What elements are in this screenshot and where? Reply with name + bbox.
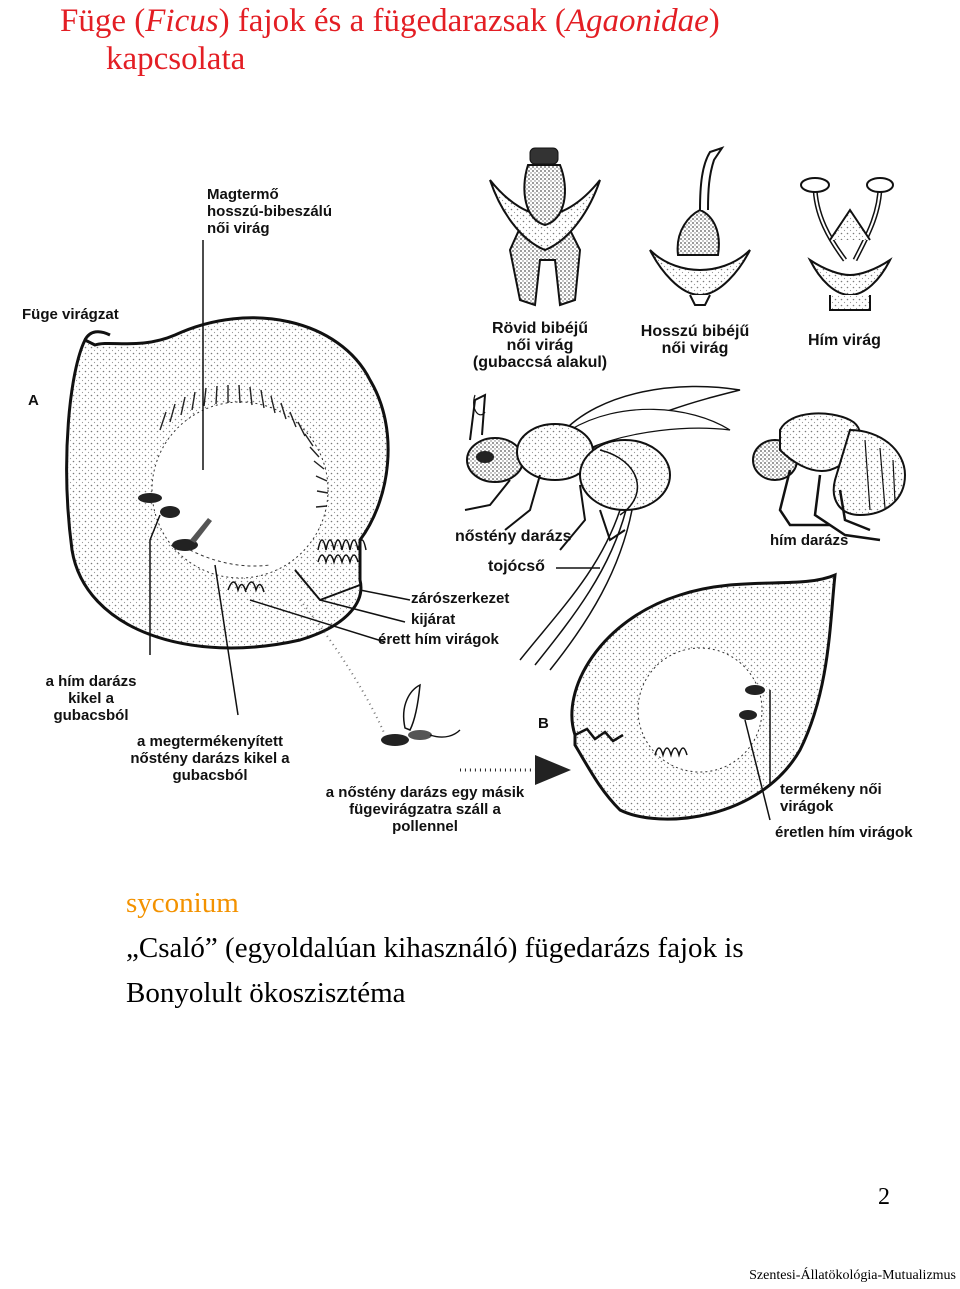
leader-lines <box>149 240 771 821</box>
flying-wasp <box>381 683 461 746</box>
label-exit: kijárat <box>411 611 456 628</box>
female-wasp <box>464 385 741 671</box>
label-male-wasp: hím darázs <box>770 532 849 549</box>
male-flower <box>800 177 894 311</box>
footer-course: Szentesi-Állatökológia-Mutualizmus <box>749 1268 956 1283</box>
label-fig-inflorescence: Füge virágzat <box>22 306 119 323</box>
title-text: Füge ( <box>60 3 146 39</box>
fig-syconium-b <box>570 572 837 821</box>
long-style-female-flower <box>649 146 751 306</box>
text-complex-ecosystem: Bonyolult ökoszisztéma <box>126 977 406 1009</box>
label-ovipositor: tojócső <box>488 558 545 575</box>
marker-a: A <box>28 392 39 409</box>
marker-b: B <box>538 715 549 732</box>
title-text: ) <box>708 3 720 39</box>
text-cheater-wasps: „Csaló” (egyoldalúan kihasználó) fügedar… <box>126 932 744 964</box>
label-female-wasp: nőstény darázs <box>455 528 572 545</box>
fig-b-ostiole <box>574 727 624 743</box>
small-wasps-in-fig <box>138 493 212 551</box>
label-closing-structure: zárószerkezet <box>411 590 510 607</box>
mature-male-florets <box>227 581 265 593</box>
label-male-flower: Hím virág <box>808 332 881 349</box>
label-mature-male-flowers: érett hím virágok <box>378 631 499 648</box>
label-immature-male-flowers: éretlen hím virágok <box>775 824 913 841</box>
diagram-drawing <box>65 146 907 821</box>
term-syconium: syconium <box>126 887 239 919</box>
title-line2: kapcsolata <box>106 41 246 77</box>
title-family-agaonidae: Agaonidae <box>565 3 709 39</box>
short-style-female-flower <box>489 147 601 307</box>
immature-male-florets <box>654 747 688 758</box>
fig-a-ostiole-florets <box>317 539 367 565</box>
page-number: 2 <box>878 1184 890 1210</box>
slide-title: Füge (Ficus) fajok és a fügedarazsak (Ag… <box>60 2 940 78</box>
title-genus-ficus: Ficus <box>145 3 219 39</box>
ovipositor-strand <box>519 509 621 661</box>
fig-a-inner-florets <box>159 384 329 508</box>
male-wasp <box>752 412 907 542</box>
fig-syconium-a <box>65 316 390 650</box>
wasps-in-fig-b <box>739 685 765 720</box>
title-text: ) fajok és a fügedarazsak ( <box>218 3 566 39</box>
